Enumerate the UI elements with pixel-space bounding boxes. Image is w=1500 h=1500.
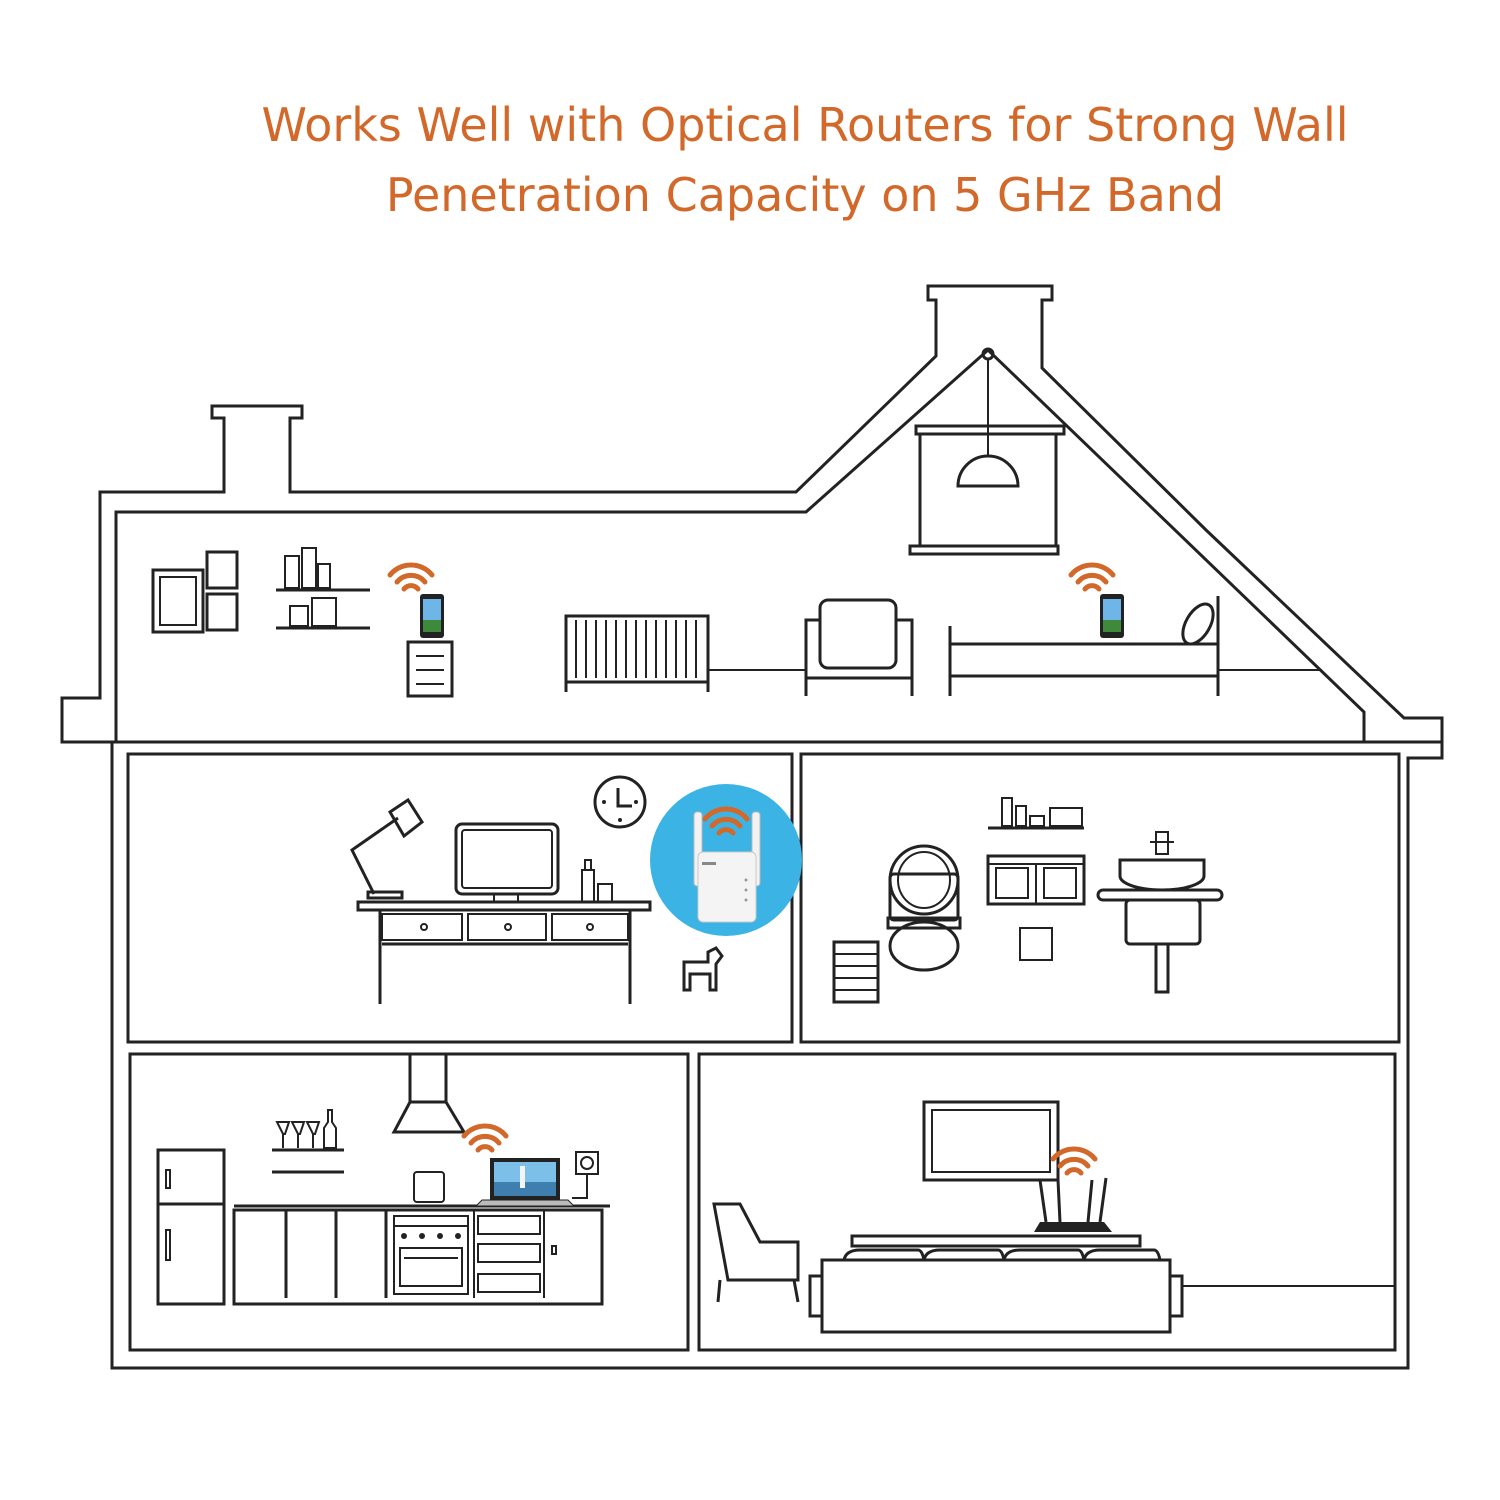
room-office	[126, 752, 794, 1044]
lamp-icon	[350, 797, 424, 900]
toilet	[886, 844, 962, 972]
laptop-icon	[474, 1158, 576, 1207]
headline-line-1: Works Well with Optical Routers for Stro…	[261, 98, 1349, 152]
toaster	[413, 1171, 445, 1203]
dog-icon	[682, 946, 724, 992]
attic-pendant-lamp	[908, 347, 1066, 556]
router-icon	[1034, 1177, 1112, 1232]
kitchen-glasses-shelf	[272, 1109, 344, 1174]
refrigerator	[156, 1148, 226, 1306]
wifi-signal-icon	[464, 1126, 506, 1150]
armchair-attic	[804, 598, 914, 696]
attic-picture-frames	[151, 550, 239, 634]
kitchen-counter	[232, 1204, 610, 1306]
bed	[948, 596, 1322, 696]
bathroom-shelves	[986, 797, 1086, 961]
nightstand	[406, 640, 454, 698]
sink	[1096, 831, 1224, 994]
monitor	[454, 822, 560, 903]
range-hood	[391, 1052, 467, 1134]
headline-line-2: Penetration Capacity on 5 GHz Band	[385, 168, 1225, 222]
smartphone-icon	[420, 594, 444, 638]
wall-outlet	[572, 1151, 599, 1199]
room-living	[697, 1052, 1397, 1352]
room-bathroom	[799, 752, 1401, 1044]
clock-icon	[593, 775, 647, 829]
headline: Works Well with Optical Routers for Stro…	[0, 90, 1500, 230]
wifi-signal-icon	[390, 565, 432, 589]
range-extender-icon	[650, 784, 802, 936]
attic-shelves	[276, 547, 370, 630]
sofa	[808, 1234, 1395, 1334]
desk	[356, 900, 652, 1004]
radiator	[564, 614, 710, 692]
wifi-signal-icon	[1071, 565, 1113, 589]
towel-rack	[832, 940, 880, 1004]
armchair-living	[712, 1202, 800, 1303]
tv	[922, 1100, 1060, 1182]
desk-bottles	[581, 859, 613, 903]
smartphone-icon	[1100, 594, 1124, 638]
